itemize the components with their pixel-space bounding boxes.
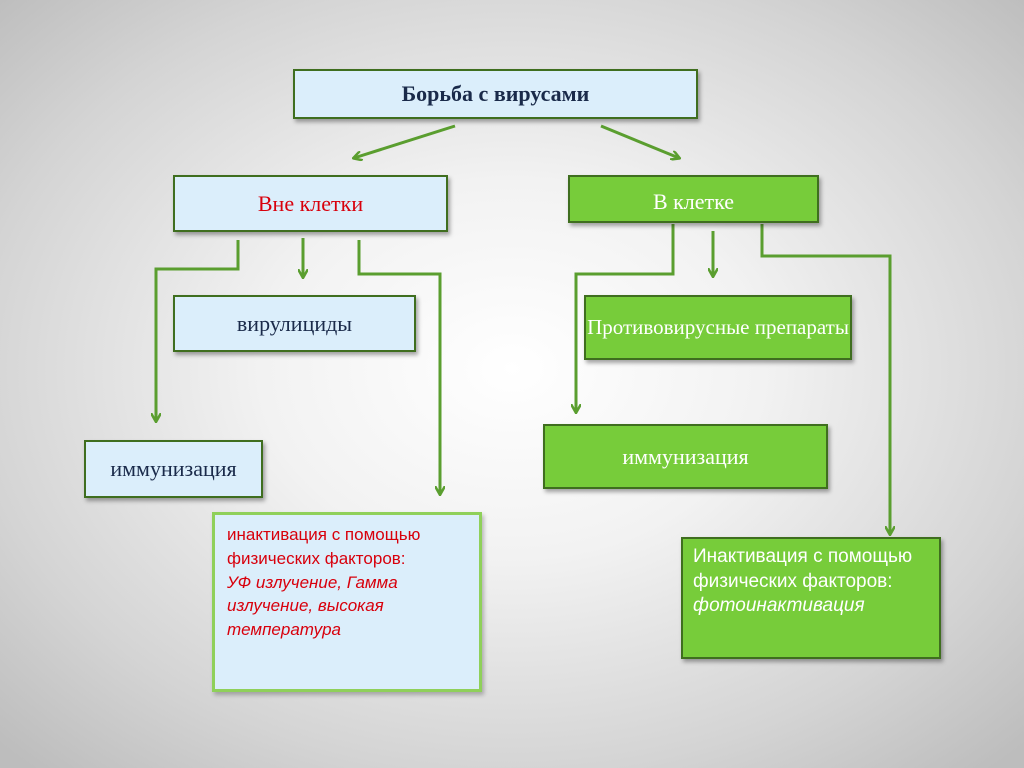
inactivation-inside-intro: Инактивация с помощью физических факторо… [693,546,913,592]
inactivation-inside-method: фотоинактивация [693,595,865,617]
inactivation-outside-intro: инактивация с помощью физических факторо… [227,525,421,568]
arrow-outside-to-immunization [156,240,240,421]
root-node: Борьба с вирусами [293,69,698,119]
virucides-node: вирулициды [173,295,416,352]
antiviral-drugs-node: Противовирусные препараты [584,295,852,360]
arrow-inside-to-inactivation [760,224,890,534]
arrow-outside-to-inactivation [357,240,440,494]
arrow-inside-to-immunization [576,224,675,412]
inactivation-inside-node: Инактивация с помощью физических факторо… [681,537,941,659]
arrow-root-to-inside [600,124,679,158]
immunization-outside-node: иммунизация [84,440,263,498]
inactivation-outside-node: инактивация с помощью физических факторо… [212,512,482,692]
arrow-root-to-outside [354,124,456,158]
inside-cell-node: В клетке [568,175,819,223]
outside-cell-node: Вне клетки [173,175,448,232]
inactivation-outside-methods: УФ излучение, Гамма излучение, высокая т… [227,572,398,640]
immunization-inside-node: иммунизация [543,424,828,489]
